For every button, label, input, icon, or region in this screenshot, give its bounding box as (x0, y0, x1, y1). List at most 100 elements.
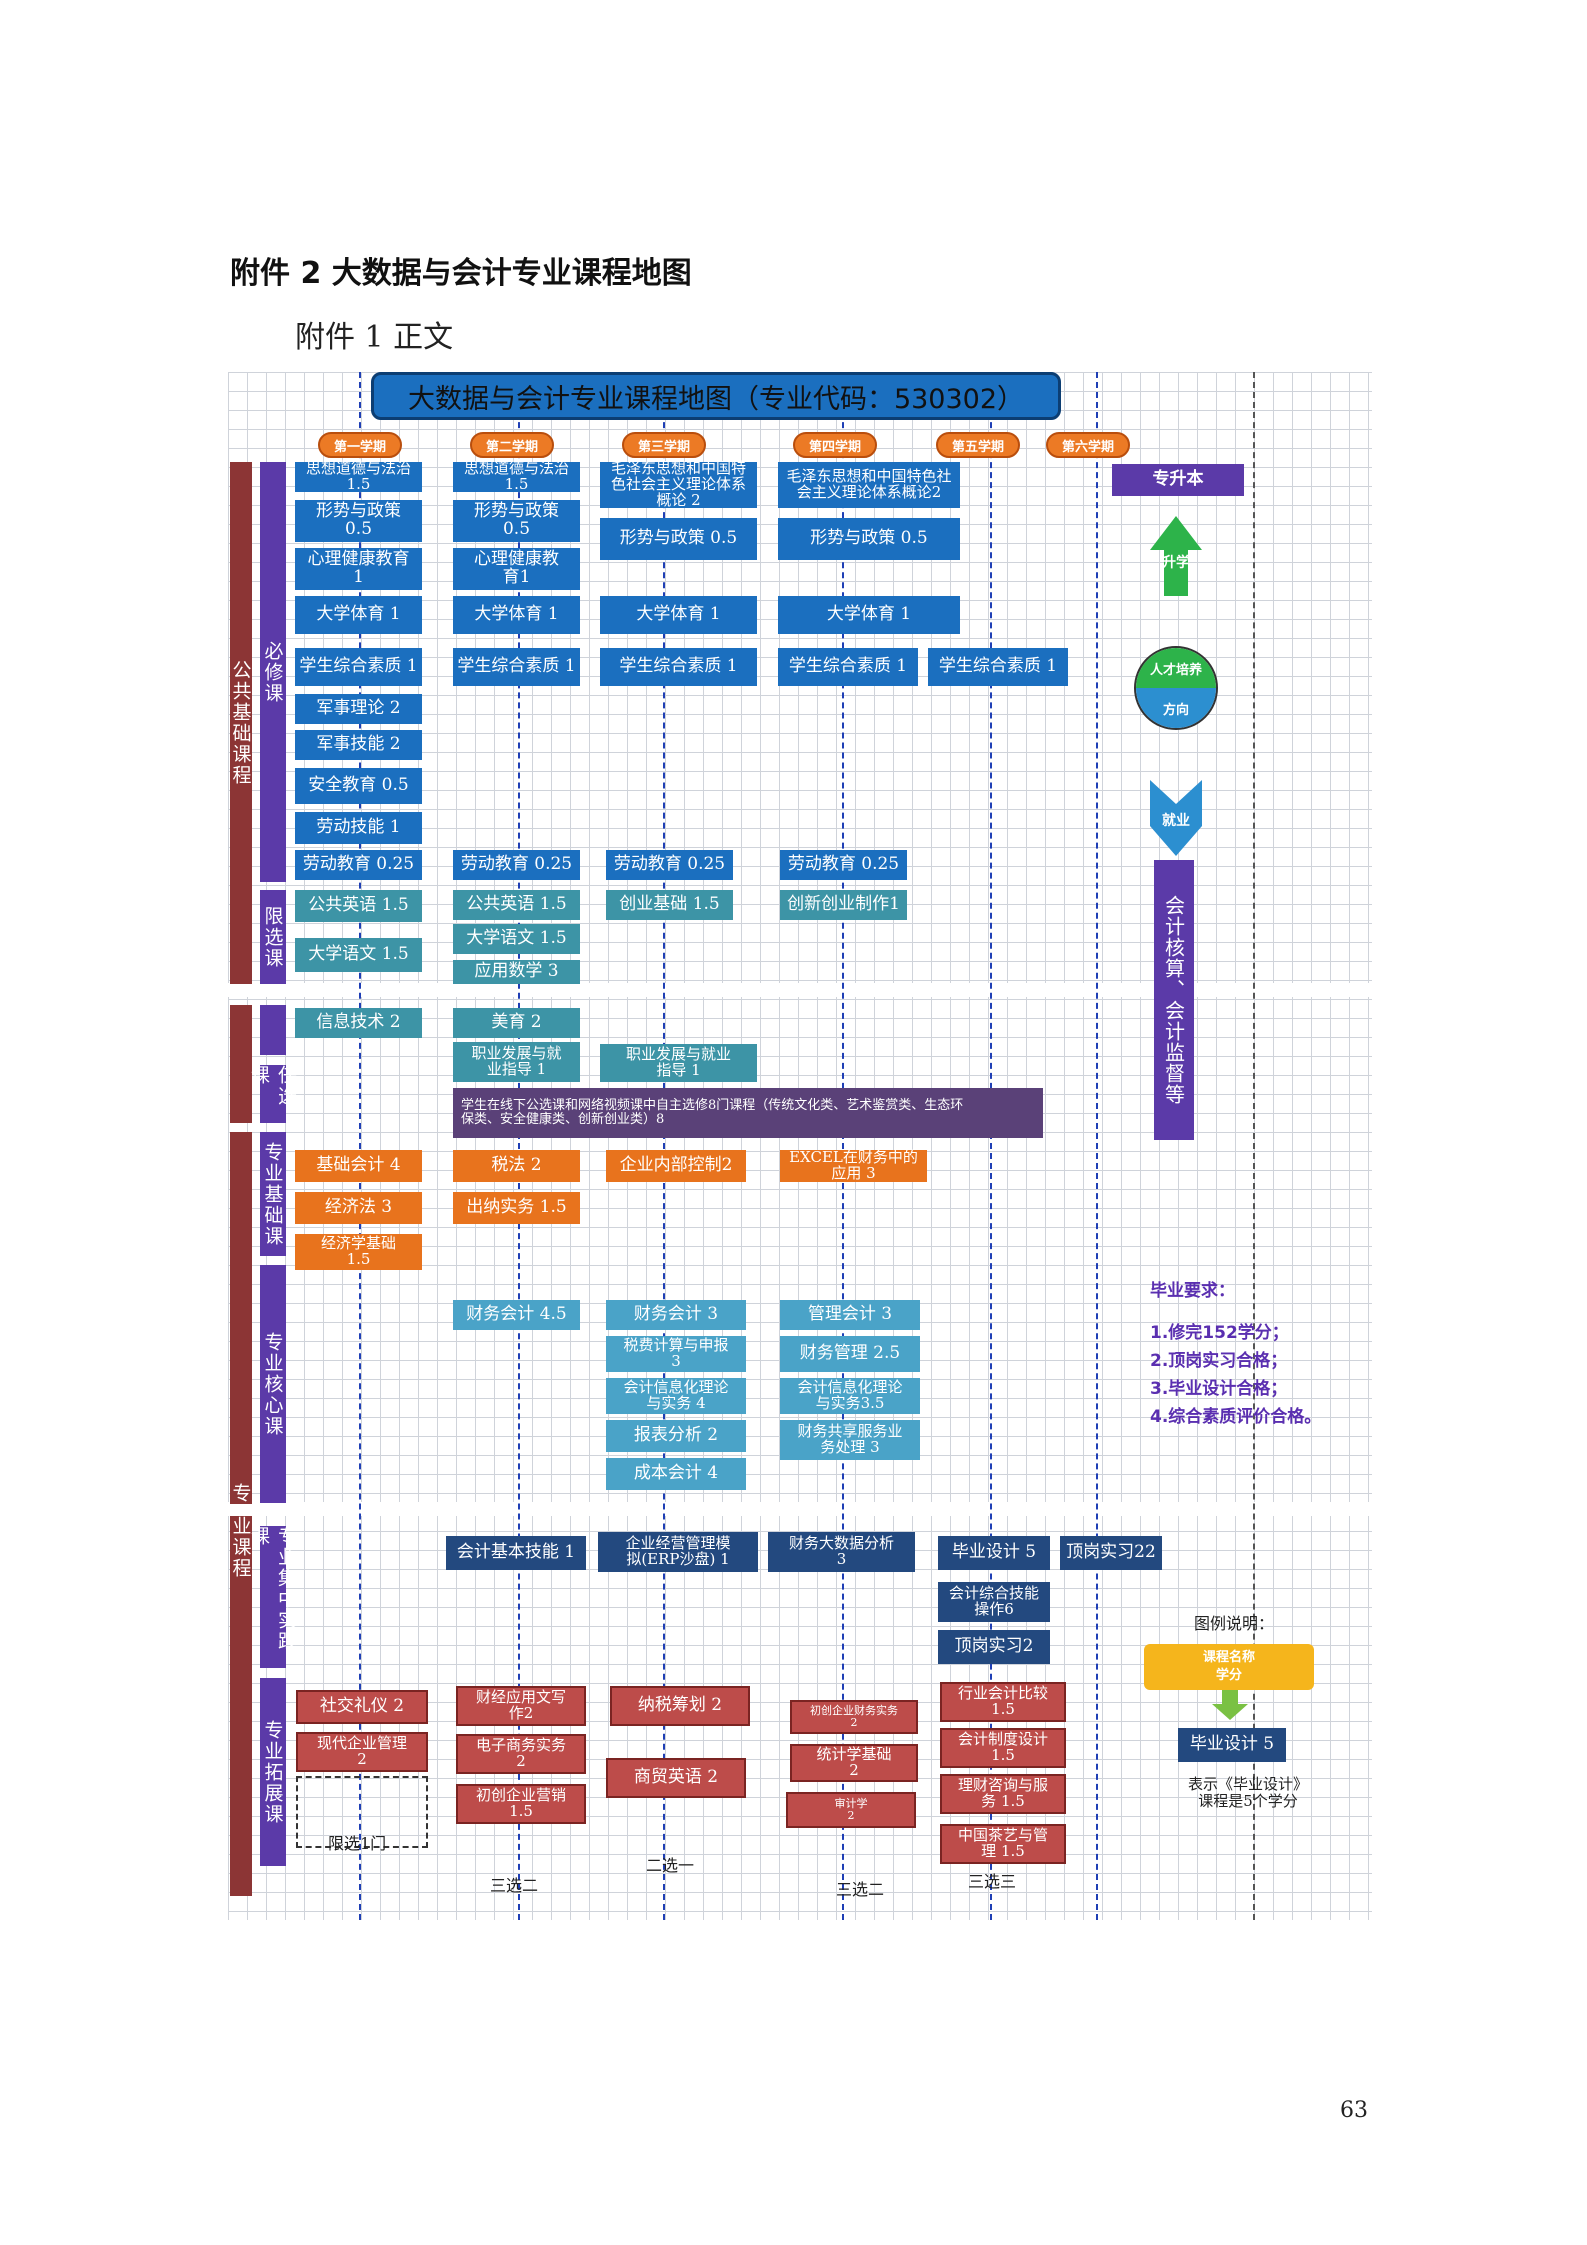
course-box: 出纳实务 1.5 (453, 1192, 580, 1224)
course-box: 毛泽东思想和中国特色社 会主义理论体系概论2 (778, 462, 960, 508)
course-box: 财务大数据分析 3 (768, 1532, 915, 1572)
course-box: 成本会计 4 (606, 1458, 746, 1490)
semester-1: 第一学期 (318, 432, 402, 458)
course-box: 统计学基础 2 (790, 1744, 918, 1782)
course-box: 大学体育 1 (453, 596, 580, 634)
course-box: 职业发展与就业 指导 1 (600, 1044, 757, 1082)
course-box: 学生综合素质 1 (600, 648, 757, 686)
course-box: 毛泽东思想和中国特 色社会主义理论体系 概论 2 (600, 461, 757, 508)
semester-4: 第四学期 (793, 432, 877, 458)
course-box: 大学体育 1 (778, 596, 960, 634)
course-box: 公共英语 1.5 (295, 890, 422, 922)
note-sanxuansan: 三选三 (968, 1872, 1017, 1891)
course-box: 企业内部控制2 (606, 1150, 746, 1182)
semester-line (663, 372, 665, 1920)
semester-3: 第三学期 (622, 432, 706, 458)
course-box: 会计基本技能 1 (446, 1536, 586, 1570)
semester-5: 第五学期 (936, 432, 1020, 458)
course-box: 财务会计 3 (606, 1300, 746, 1330)
course-box: 初创企业营销 1.5 (456, 1784, 586, 1824)
course-box: 创业基础 1.5 (606, 890, 733, 920)
course-map: 大数据与会计专业课程地图（专业代码：530302） 第一学期 第二学期 第三学期… (228, 372, 1372, 1920)
note-xianxuan: 限选1门 (328, 1834, 387, 1853)
course-box: 美育 2 (453, 1008, 580, 1038)
course-box: 现代企业管理 2 (296, 1732, 428, 1772)
course-box: 形势与政策 0.5 (453, 500, 580, 542)
course-box: 劳动技能 1 (295, 812, 422, 844)
course-box: 中国茶艺与管 理 1.5 (940, 1824, 1066, 1864)
course-box: 军事理论 2 (295, 694, 422, 724)
limited-one-frame (296, 1776, 428, 1848)
course-box: 大学体育 1 (600, 596, 757, 634)
semester-line (359, 372, 361, 1920)
course-box: 财务会计 4.5 (453, 1300, 580, 1330)
page-number: 63 (1340, 2098, 1368, 2123)
course-box: 理财咨询与服 务 1.5 (940, 1774, 1066, 1814)
course-box: EXCEL在财务中的 应用 3 (780, 1149, 927, 1182)
page-subheading: 附件 1 正文 (295, 320, 454, 355)
course-box: 基础会计 4 (295, 1150, 422, 1182)
legend-sample: 课程名称 学分 (1144, 1644, 1314, 1690)
semester-line (1096, 372, 1098, 1920)
label-shengxue: 升学 (1162, 555, 1190, 571)
category-elective: 任选课 (248, 1065, 297, 1123)
note-sanxuaner-a: 三选二 (490, 1876, 539, 1895)
category-practice: 专业集中实践课 (248, 1526, 297, 1668)
course-box: 财务管理 2.5 (780, 1336, 920, 1372)
course-box: 心理健康教 育1 (453, 548, 580, 590)
category-major-top: 专 (230, 1132, 252, 1504)
requirements-title: 毕业要求： (1150, 1281, 1235, 1301)
legend-example: 毕业设计 5 (1178, 1728, 1286, 1762)
course-box: 劳动教育 0.25 (606, 850, 733, 880)
course-box: 劳动教育 0.25 (295, 850, 422, 880)
course-box: 商贸英语 2 (606, 1758, 746, 1798)
course-box: 纳税筹划 2 (610, 1686, 750, 1726)
arrow-up-icon (1150, 516, 1202, 596)
course-box: 军事技能 2 (295, 730, 422, 760)
course-box: 社交礼仪 2 (296, 1690, 428, 1724)
course-box: 形势与政策 0.5 (295, 500, 422, 542)
course-box: 学生综合素质 1 (453, 648, 580, 686)
course-box: 学生综合素质 1 (295, 648, 422, 686)
requirement-item: 1.修完152学分； (1150, 1323, 1289, 1343)
map-title: 大数据与会计专业课程地图（专业代码：530302） (371, 372, 1061, 420)
legend-caption: 表示《毕业设计》 课程是5个学分 (1188, 1775, 1309, 1811)
direction-bar: 会计核算、会计监督等 (1154, 860, 1194, 1140)
semester-6: 第六学期 (1046, 432, 1130, 458)
category-blank (260, 1005, 286, 1055)
page-heading: 附件 2 大数据与会计专业课程地图 (230, 256, 692, 291)
note-erxuanyi: 二选一 (646, 1856, 695, 1875)
course-box: 报表分析 2 (606, 1420, 746, 1452)
label-rencai-bottom: 方向 (1136, 688, 1216, 728)
category-blank (230, 1005, 252, 1123)
course-box: 创新创业制作1 (780, 890, 907, 920)
course-box: 会计综合技能 操作6 (938, 1582, 1050, 1622)
label-rencai-top: 人才培养 (1136, 648, 1216, 688)
course-box: 行业会计比较 1.5 (940, 1682, 1066, 1722)
band-separator (228, 1502, 1372, 1516)
category-major-core: 专业核心课 (260, 1265, 286, 1503)
category-extension: 专业拓展课 (260, 1678, 286, 1866)
course-box: 企业经营管理模 拟(ERP沙盘) 1 (598, 1532, 758, 1572)
course-box: 安全教育 0.5 (295, 768, 422, 804)
legend-title: 图例说明： (1194, 1614, 1275, 1633)
course-box: 财务共享服务业 务处理 3 (780, 1420, 920, 1460)
course-box: 思想道德与法治 1.5 (453, 460, 580, 492)
box-zhuanshengben: 专升本 (1112, 464, 1244, 496)
course-box: 税法 2 (453, 1150, 580, 1182)
course-box: 大学体育 1 (295, 596, 422, 634)
semester-2: 第二学期 (470, 432, 554, 458)
course-box: 学生在线下公选课和网络视频课中自主选修8门课程（传统文化类、艺术鉴赏类、生态环 … (453, 1088, 1043, 1138)
category-public: 公共基础课程 (230, 462, 252, 984)
course-box: 劳动教育 0.25 (453, 850, 580, 880)
arrow-down-icon (1150, 780, 1202, 856)
requirement-item: 4.综合素质评价合格。 (1150, 1407, 1322, 1427)
legend-name-label: 课程名称 (1202, 1649, 1255, 1665)
course-box: 大学语文 1.5 (453, 924, 580, 954)
course-box: 税费计算与申报 3 (606, 1336, 746, 1372)
semester-line (990, 372, 992, 1920)
course-box: 公共英语 1.5 (453, 890, 580, 920)
course-box: 形势与政策 0.5 (778, 518, 960, 560)
course-box: 审计学 2 (786, 1792, 916, 1828)
course-box: 形势与政策 0.5 (600, 518, 757, 560)
